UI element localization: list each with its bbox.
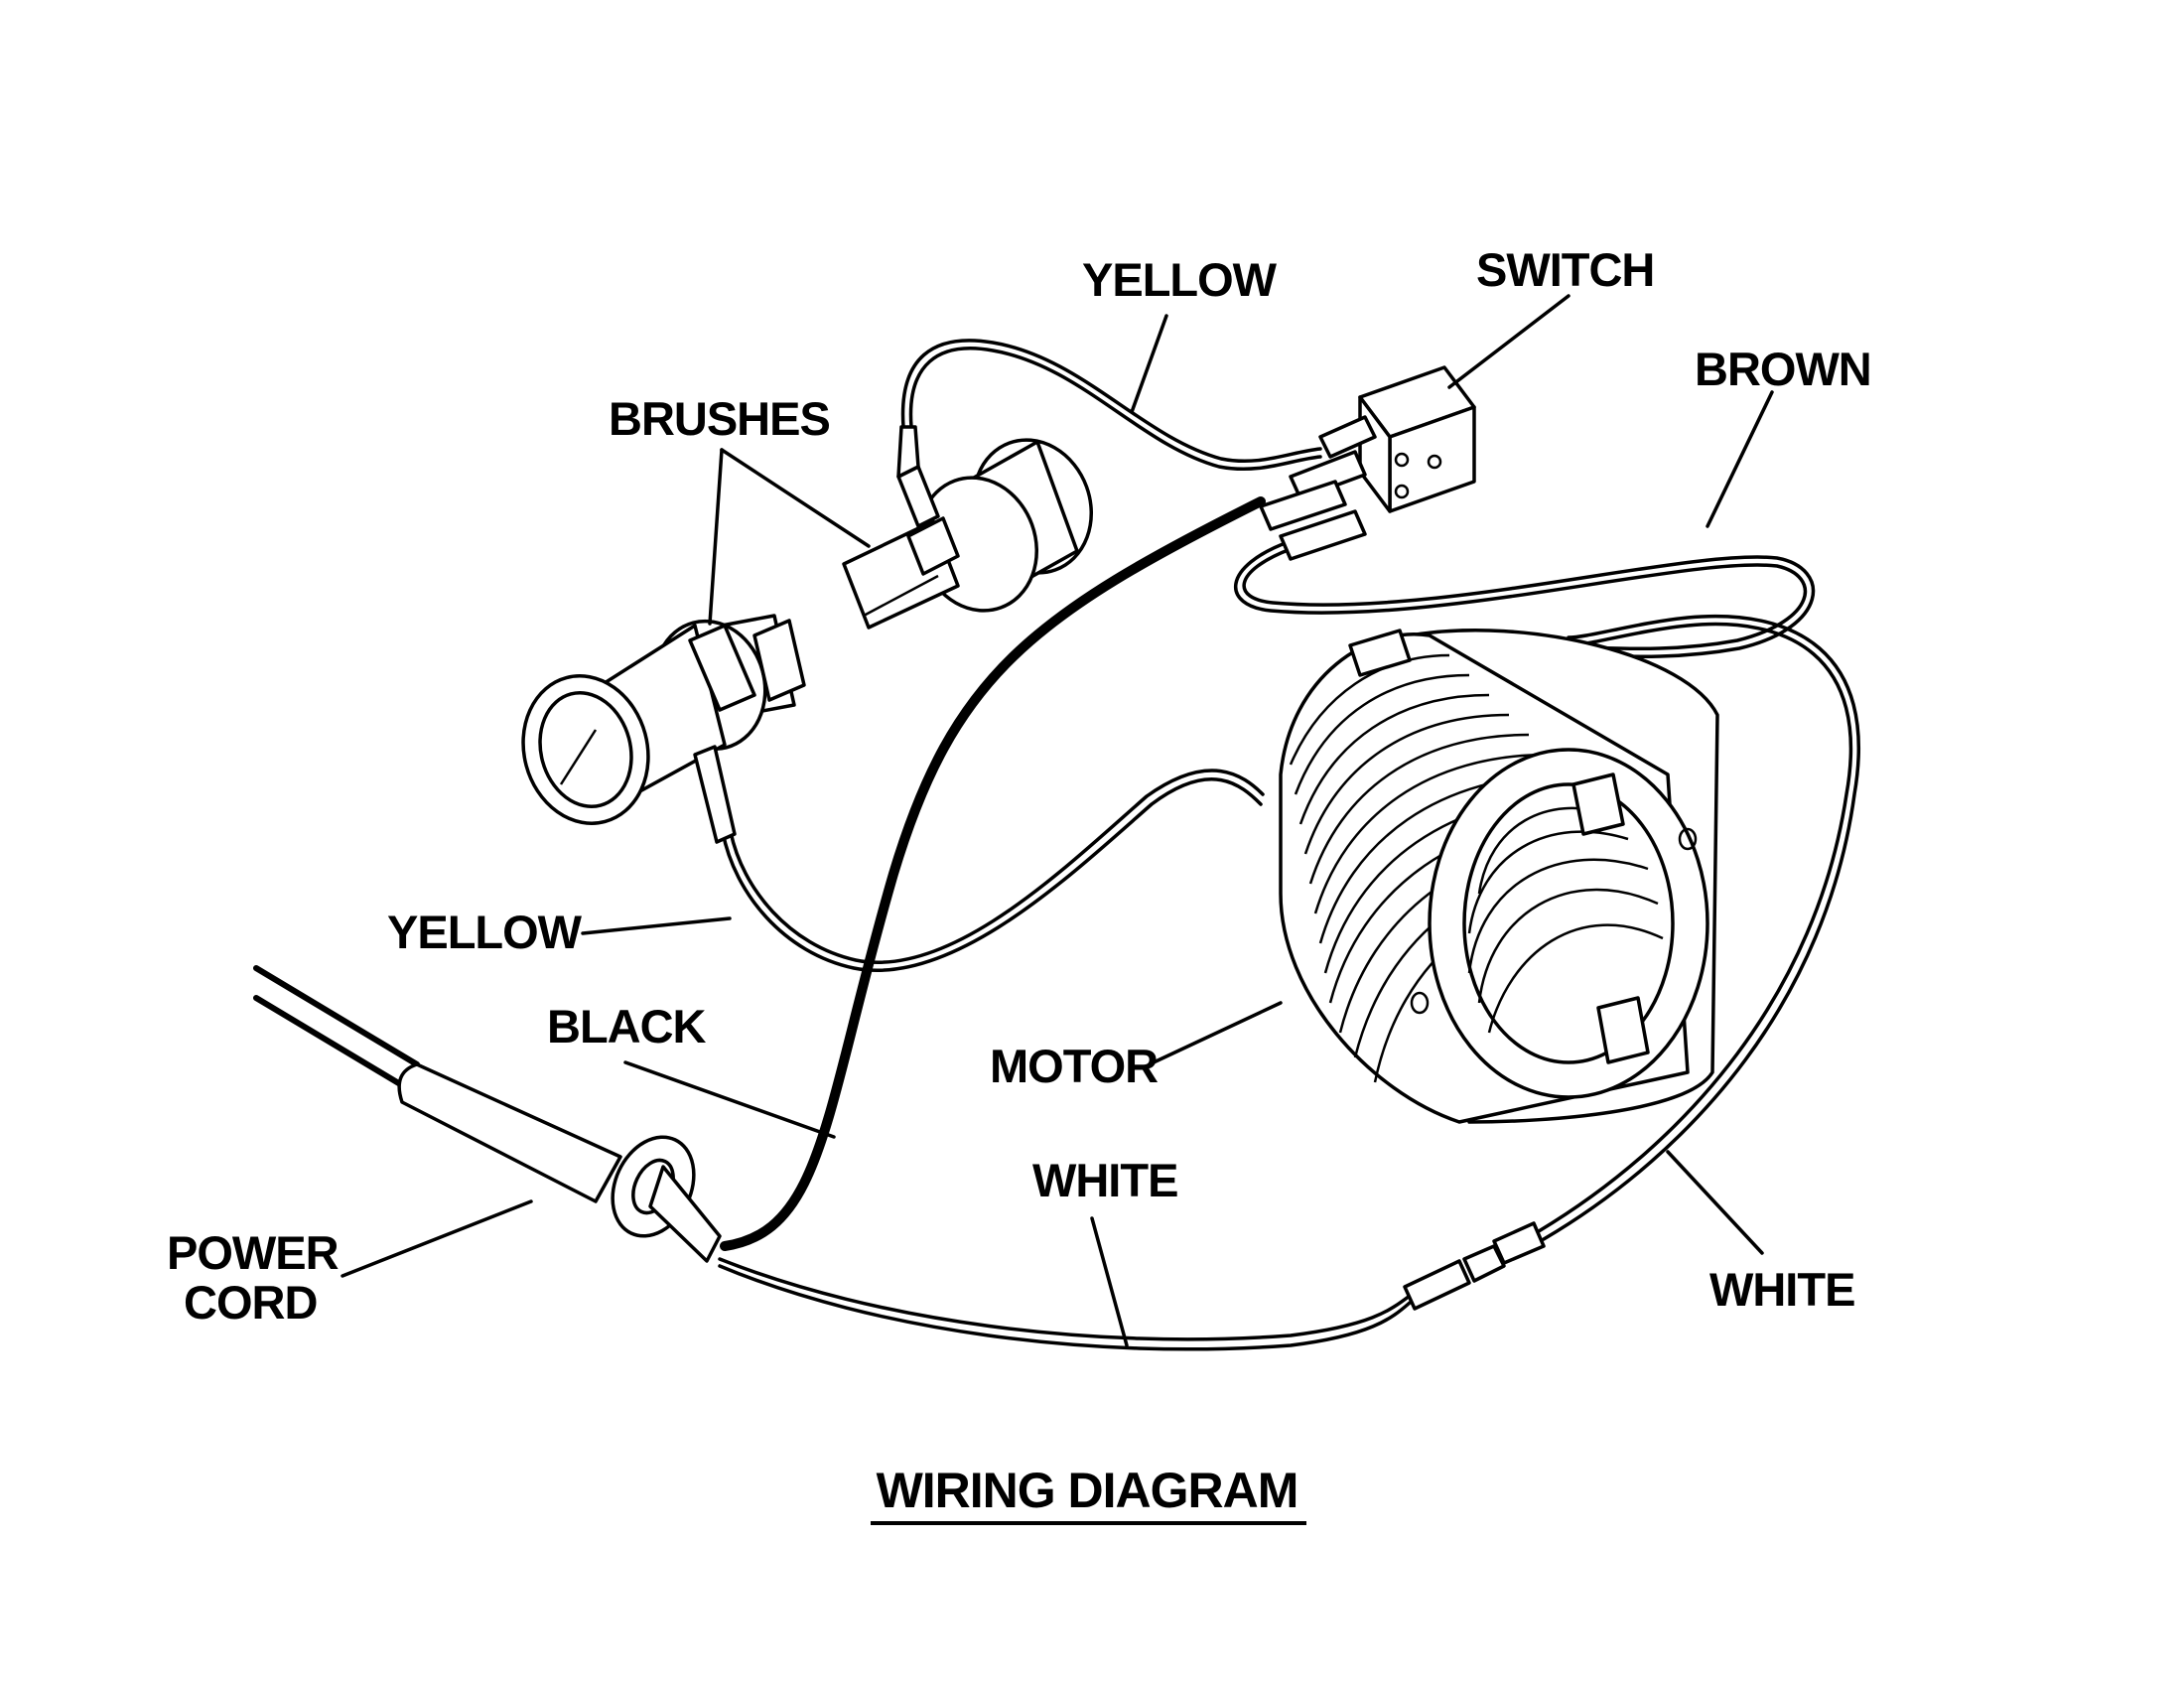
yellow-wire-top-2 <box>908 347 1322 472</box>
brown-wire <box>1233 539 1808 657</box>
label-brushes: BRUSHES <box>609 392 830 445</box>
brush-upper <box>842 425 1094 630</box>
label-white-mid: WHITE <box>1032 1154 1177 1206</box>
label-power-cord-line1: POWER <box>167 1226 339 1279</box>
switch <box>1259 365 1476 561</box>
power-cord <box>253 965 722 1263</box>
yellow-wire-top <box>900 339 1322 464</box>
label-brown: BROWN <box>1695 343 1871 395</box>
label-motor: MOTOR <box>990 1040 1158 1092</box>
black-wire <box>720 496 1266 1251</box>
label-black: BLACK <box>547 1000 707 1052</box>
yellow-wire-left <box>721 777 1263 972</box>
white-wire-right-2 <box>1542 614 1860 1241</box>
label-yellow-top: YELLOW <box>1082 253 1278 306</box>
white-wire-connector <box>1403 1221 1546 1311</box>
label-switch: SWITCH <box>1476 243 1654 296</box>
white-wire-right <box>1537 622 1853 1233</box>
label-power-cord-line2: CORD <box>184 1276 317 1329</box>
brush-lower <box>521 614 806 844</box>
leader-lines <box>341 294 1774 1347</box>
label-white-right: WHITE <box>1709 1263 1854 1316</box>
yellow-wire-left-2 <box>729 769 1265 964</box>
label-yellow-left: YELLOW <box>387 906 583 958</box>
motor <box>1279 629 1719 1124</box>
white-wire-lower <box>718 1257 1412 1341</box>
brown-wire-2 <box>1242 547 1816 665</box>
diagram-title: WIRING DIAGRAM <box>877 1463 1298 1518</box>
white-wire-lower-2 <box>718 1264 1412 1351</box>
